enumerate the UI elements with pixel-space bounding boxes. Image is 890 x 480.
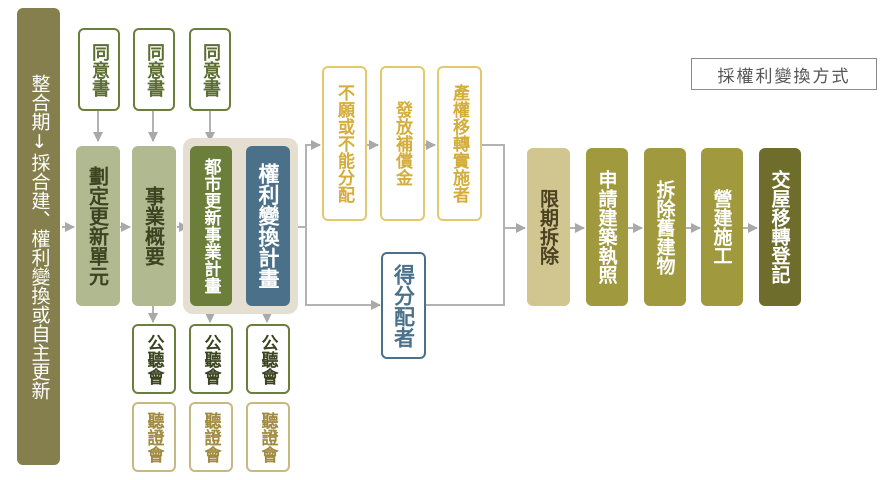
method-tag: 採權利變換方式 <box>691 58 877 90</box>
allocated-owner-box: 得分配者 <box>381 252 426 359</box>
hearing-3: 聽證會 <box>246 402 290 472</box>
property-transfer-box: 產權移轉實施者 <box>437 66 482 221</box>
arrow-merge-bottom <box>425 228 505 306</box>
demolition-deadline-box: 限期拆除 <box>527 148 570 306</box>
public-hearing-2: 公聽會 <box>189 324 233 394</box>
public-hearing-3: 公聽會 <box>246 324 290 394</box>
compensation-box: 發放補償金 <box>380 66 425 221</box>
urban-renewal-plan: 都市更新事業計畫 <box>190 146 232 306</box>
arrow-merge-top <box>482 144 526 233</box>
integration-period-bar: 整合期↓採合建、權利變換或自主更新 <box>17 8 60 465</box>
unwilling-or-unable-box: 不願或不能分配 <box>322 66 367 221</box>
arrow-to-allocated <box>305 227 381 310</box>
public-hearing-1: 公聽會 <box>132 324 176 394</box>
consent-box-2: 同意書 <box>133 28 175 111</box>
handover-registration-box: 交屋移轉登記 <box>759 148 801 306</box>
rights-transformation-plan: 權利變換計畫 <box>246 146 290 306</box>
consent-box-3: 同意書 <box>189 28 231 111</box>
arrow-to-unwilling <box>290 140 321 228</box>
building-permit-box: 申請建築執照 <box>586 148 628 306</box>
hearing-1: 聽證會 <box>132 402 176 472</box>
hearing-2: 聽證會 <box>189 402 233 472</box>
consent-box-1: 同意書 <box>78 28 120 111</box>
demolish-old-building-box: 拆除舊建物 <box>644 148 686 306</box>
construction-box: 營建施工 <box>701 148 743 306</box>
delineate-renewal-unit: 劃定更新單元 <box>76 146 120 306</box>
business-overview: 事業概要 <box>132 146 176 306</box>
